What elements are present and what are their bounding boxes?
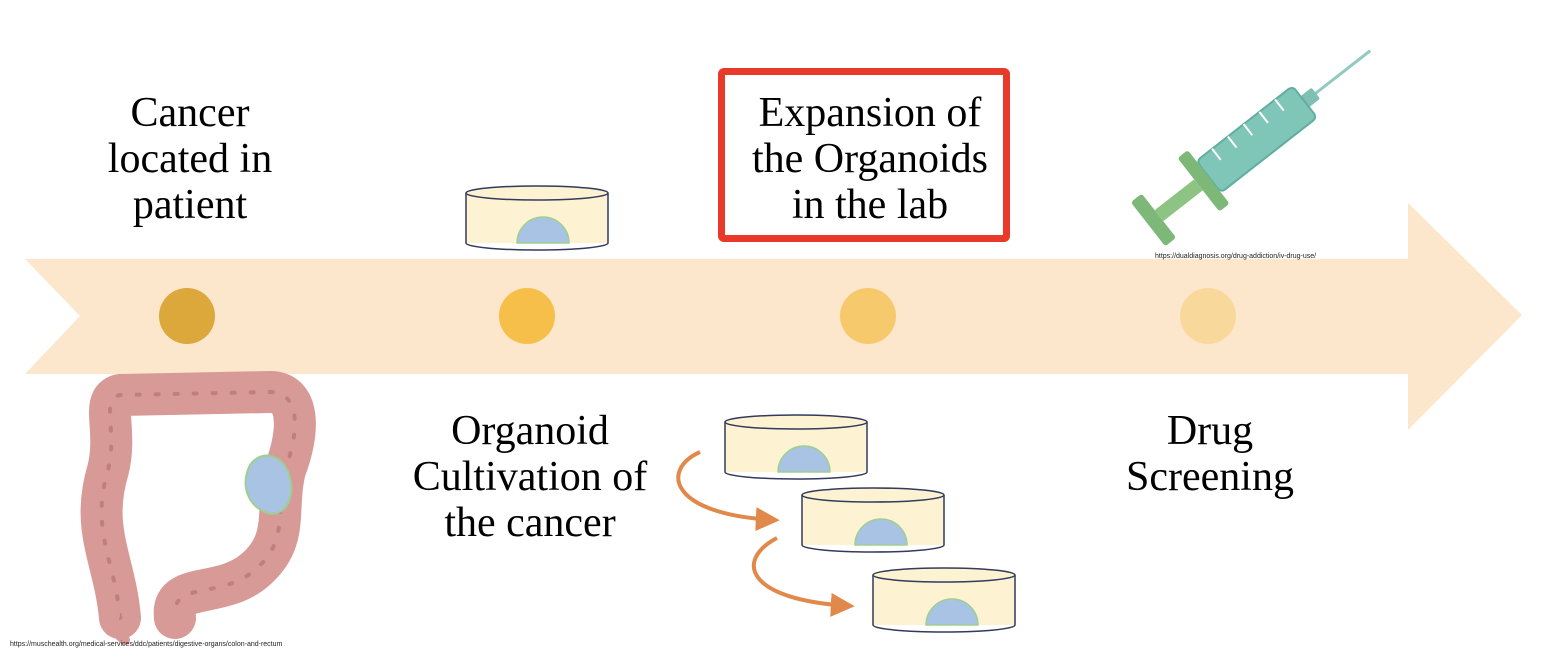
step-label-expansion: Expansion of the Organoids in the lab: [751, 90, 989, 228]
petri-dish-bottom: [872, 567, 1016, 633]
timeline-dot-1: [159, 288, 215, 344]
curved-arrow-icon: [676, 450, 780, 532]
step-label-cancer-located: Cancer located in patient: [107, 90, 273, 228]
stacked-petri-dishes-icon: [676, 414, 1016, 633]
timeline-dot-3: [840, 288, 896, 344]
syringe-icon: [1131, 49, 1372, 246]
petri-dish-middle: [801, 487, 945, 553]
highlight-box: [718, 68, 1010, 242]
petri-dish-icon: [465, 185, 609, 251]
image-source-colon: https://muschealth.org/medical-services/…: [10, 641, 283, 648]
step-label-organoid-cultivation: Organoid Cultivation of the cancer: [412, 408, 648, 546]
timeline-dot-4: [1180, 288, 1236, 344]
step-label-drug-screening: Drug Screening: [1126, 408, 1294, 500]
petri-dish-top: [724, 414, 868, 480]
timeline-arrow: [25, 203, 1522, 430]
colon-icon: [80, 371, 316, 645]
image-source-syringe: https://dualdiagnosis.org/drug-addiction…: [1155, 253, 1317, 260]
timeline-dot-2: [499, 288, 555, 344]
curved-arrow-icon: [751, 536, 855, 617]
